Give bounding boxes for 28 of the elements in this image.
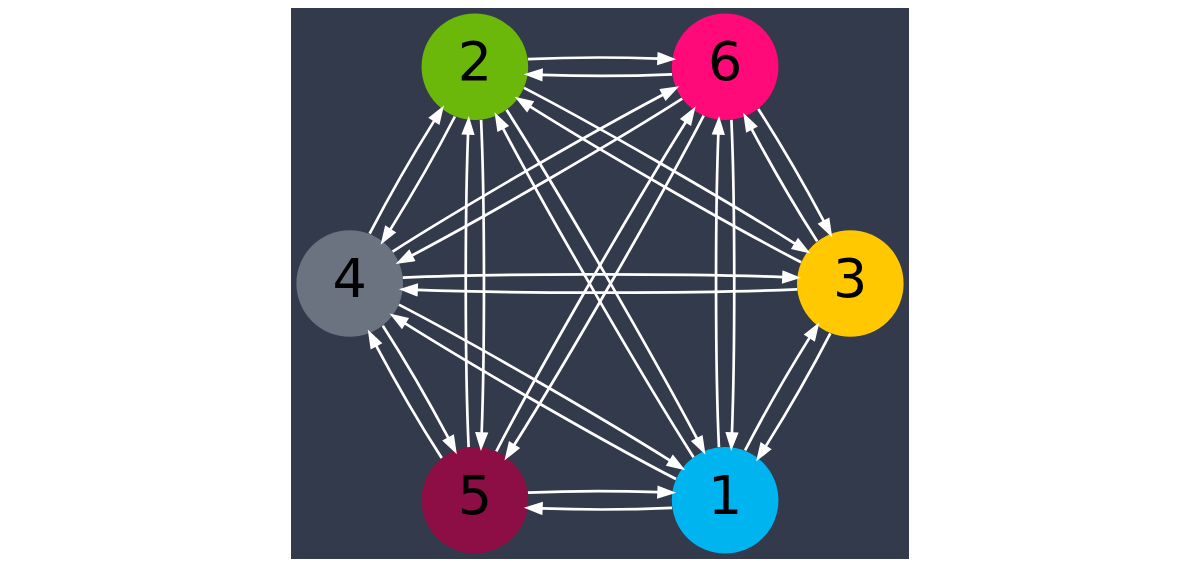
arrow — [711, 115, 725, 448]
node-circle: 2 — [421, 13, 529, 121]
node-circle: 4 — [296, 230, 403, 337]
arrow — [389, 313, 677, 481]
arrow — [368, 105, 444, 235]
node-circle: 5 — [421, 446, 529, 554]
arrow — [757, 108, 833, 238]
arrow — [402, 270, 802, 284]
arrow — [725, 119, 739, 452]
arrow — [523, 501, 673, 516]
arrow — [398, 303, 686, 471]
arrow — [756, 332, 832, 462]
arrow — [743, 112, 819, 243]
arrow — [523, 68, 673, 82]
arrow — [461, 115, 475, 448]
arrow — [381, 324, 457, 455]
arrow — [475, 119, 489, 452]
arrow — [527, 485, 677, 499]
node-circle: 6 — [671, 13, 779, 121]
arrow — [743, 322, 820, 452]
arrow — [398, 283, 798, 297]
arrow — [367, 329, 443, 459]
node-circle: 1 — [671, 446, 779, 554]
arrow — [380, 115, 457, 245]
arrow — [527, 51, 677, 66]
node-circle: 3 — [797, 230, 904, 337]
arrow — [523, 86, 811, 254]
arrow — [514, 96, 802, 264]
